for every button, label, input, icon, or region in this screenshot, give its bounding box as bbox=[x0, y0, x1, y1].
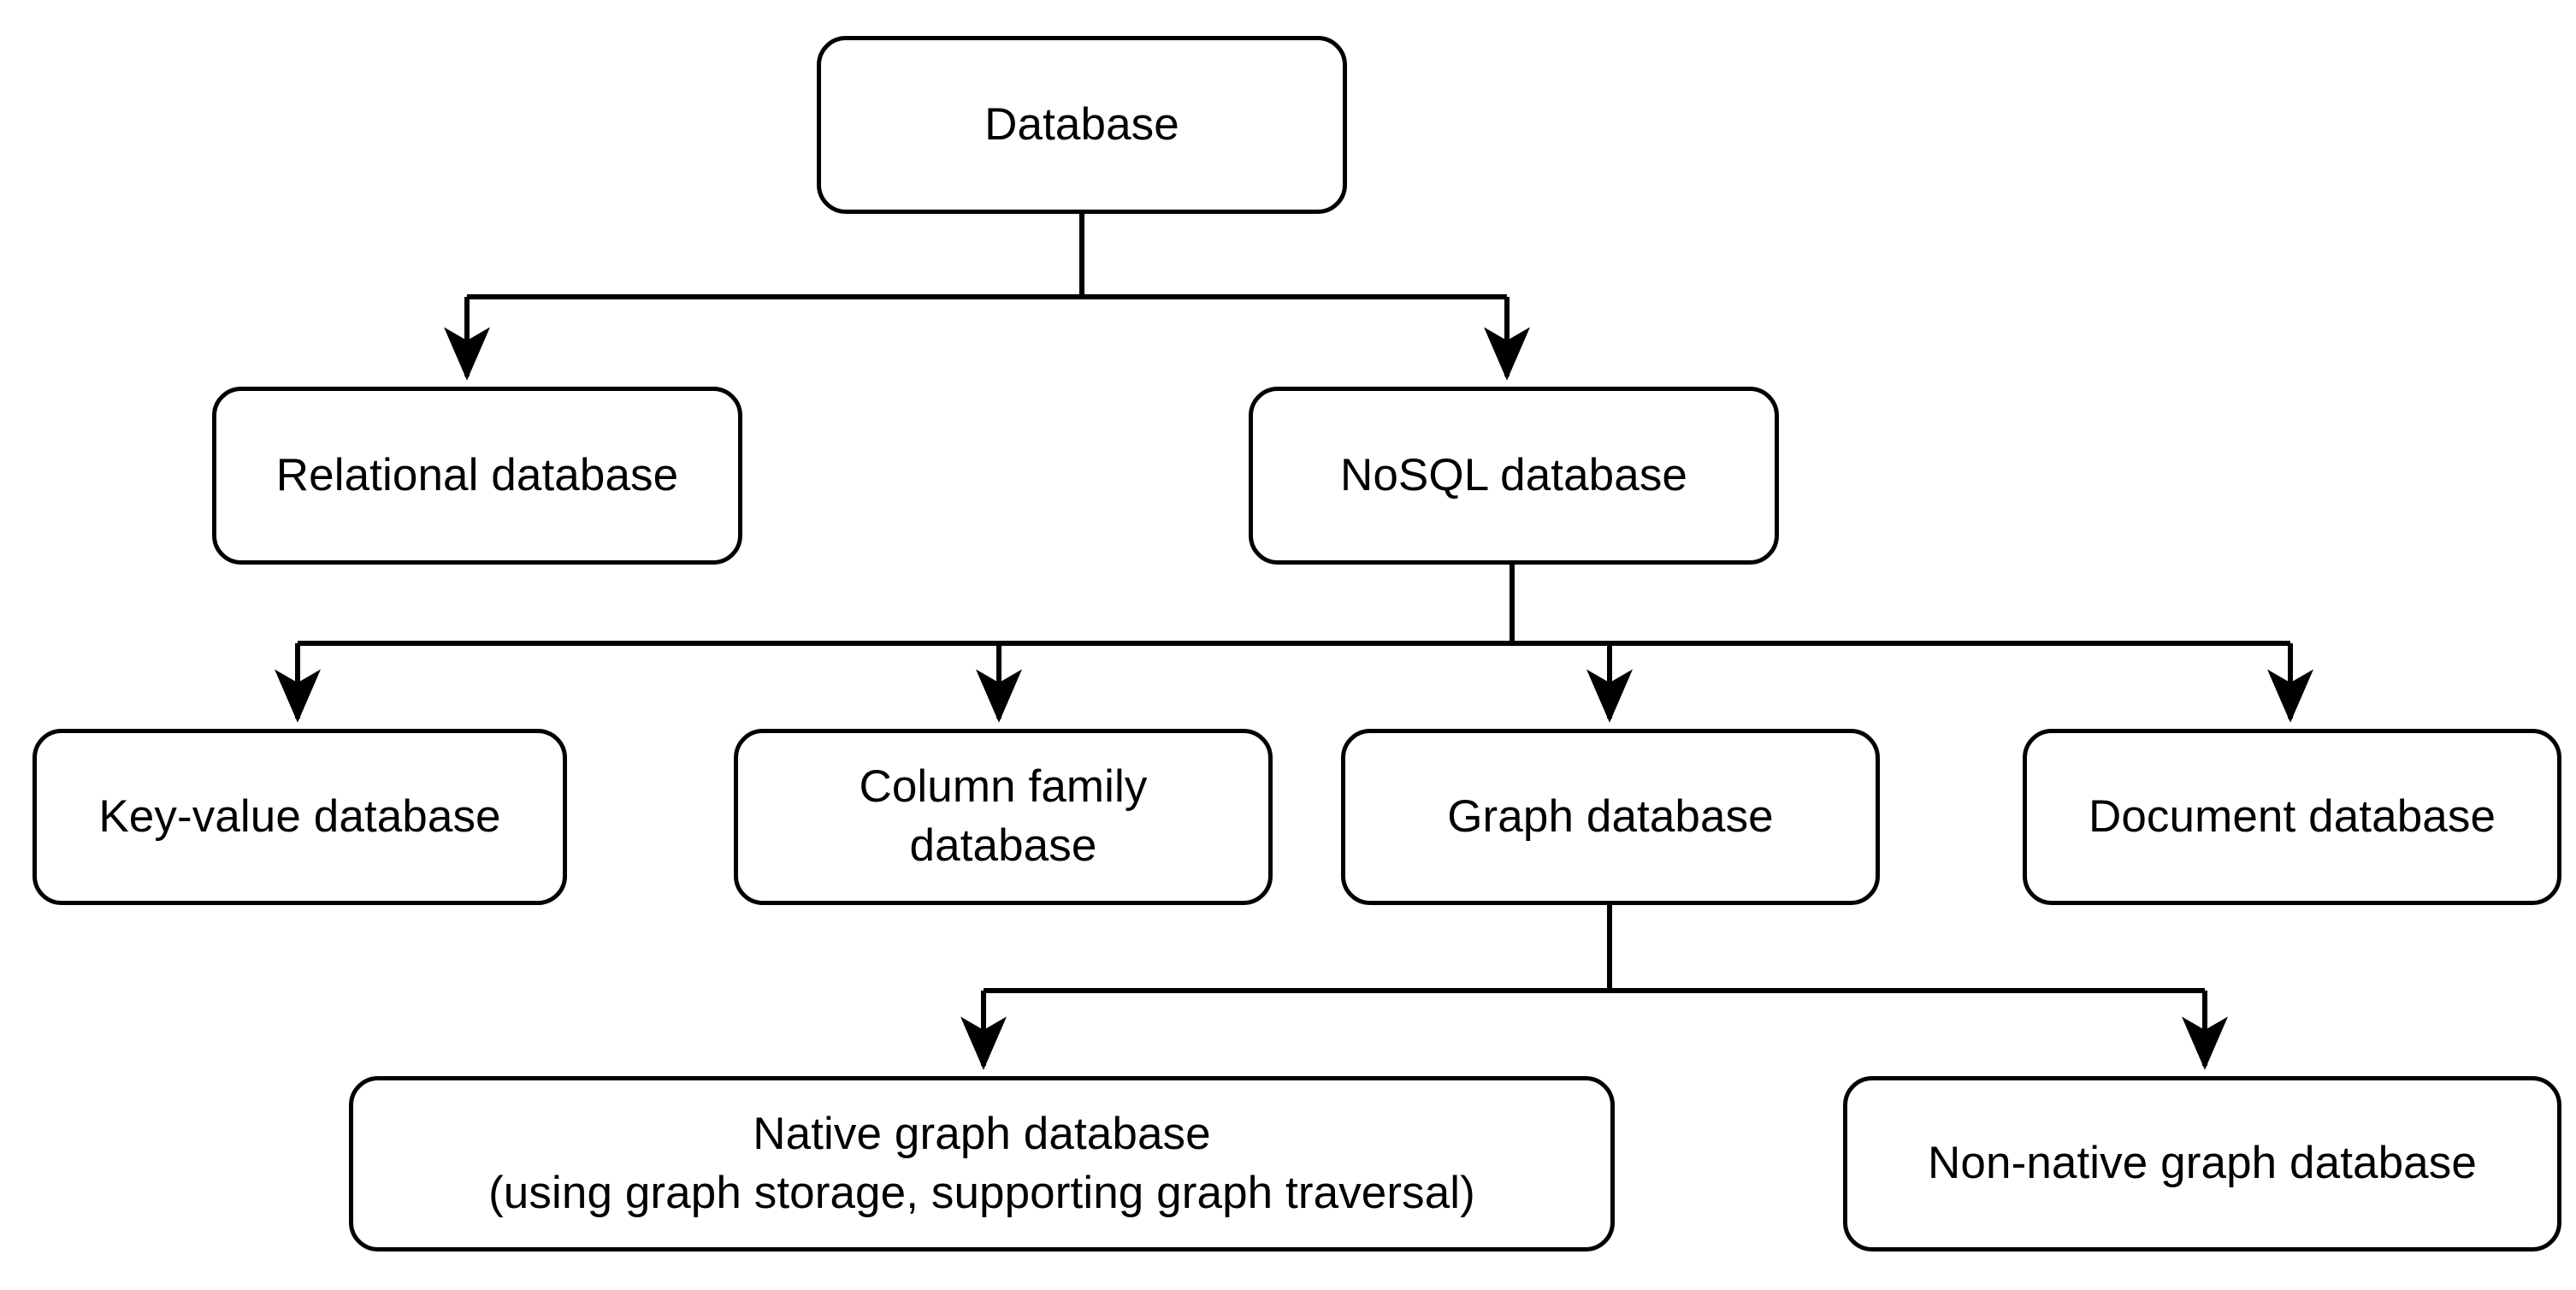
edge-nosql-to-children bbox=[275, 565, 2313, 723]
node-document-database[interactable]: Document database bbox=[2023, 729, 2561, 905]
node-nosql-database[interactable]: NoSQL database bbox=[1249, 387, 1779, 565]
node-column-family-database[interactable]: Column family database bbox=[734, 729, 1273, 905]
node-relational-database[interactable]: Relational database bbox=[212, 387, 742, 565]
edge-graph-to-children bbox=[960, 905, 2228, 1070]
node-database[interactable]: Database bbox=[817, 36, 1347, 214]
node-native-graph-database[interactable]: Native graph database (using graph stora… bbox=[349, 1076, 1615, 1252]
edge-database-to-children bbox=[444, 214, 1530, 381]
node-non-native-graph-database[interactable]: Non-native graph database bbox=[1843, 1076, 2561, 1252]
node-key-value-database[interactable]: Key-value database bbox=[32, 729, 567, 905]
node-graph-database[interactable]: Graph database bbox=[1341, 729, 1880, 905]
